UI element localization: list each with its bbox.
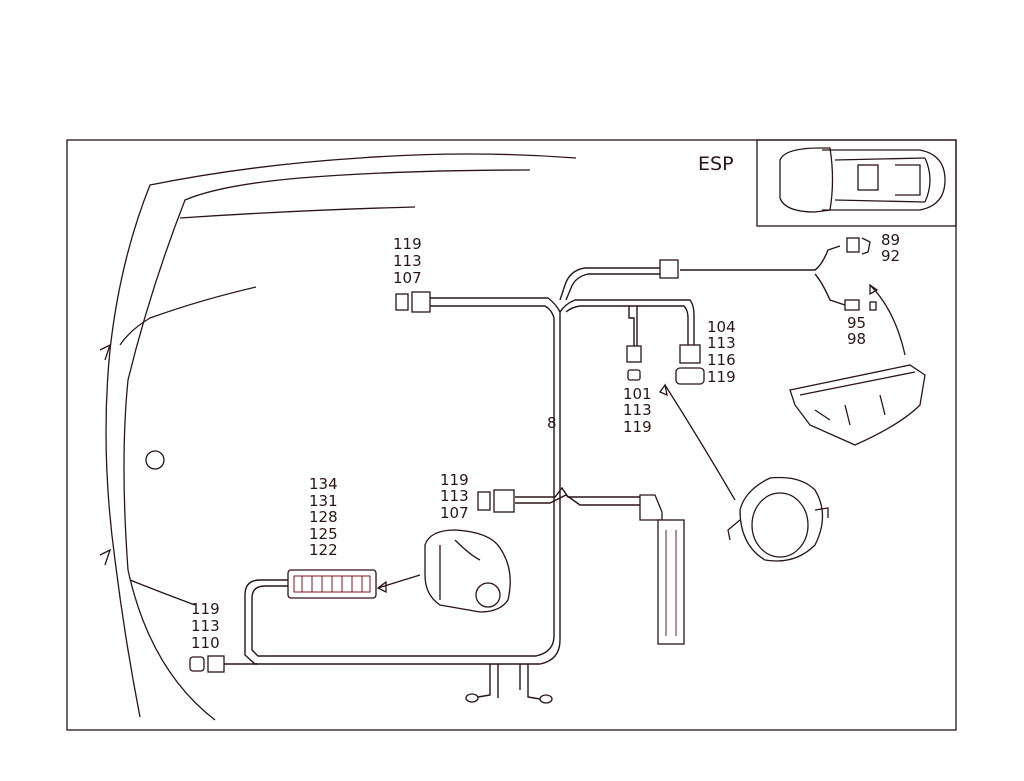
sensor-strip — [639, 494, 685, 645]
diagram-frame — [66, 139, 957, 731]
svg-text:107: 107 — [440, 504, 469, 522]
callout-plug-middle: 119 113 107 — [440, 471, 469, 522]
wire-number-label: 8 — [547, 414, 557, 432]
svg-text:128: 128 — [309, 508, 338, 526]
svg-text:113: 113 — [623, 401, 652, 419]
svg-text:116: 116 — [707, 351, 736, 369]
callout-small-plug: 101 113 119 — [623, 385, 652, 436]
svg-text:119: 119 — [393, 235, 422, 253]
svg-text:113: 113 — [707, 334, 736, 352]
svg-text:104: 104 — [707, 318, 736, 336]
svg-text:119: 119 — [623, 418, 652, 436]
callout-front-plug: 119 113 110 — [191, 600, 220, 652]
callout-plug-top-left: 119 113 107 — [393, 235, 422, 287]
round-connector-104 — [675, 344, 705, 385]
svg-text:95: 95 — [847, 314, 866, 332]
svg-text:113: 113 — [393, 252, 422, 270]
callout-rear-connector: 89 92 — [881, 231, 900, 265]
hydraulic-unit — [376, 529, 511, 613]
front-plug — [189, 655, 225, 673]
ground-terminals — [465, 693, 553, 704]
svg-text:125: 125 — [309, 525, 338, 543]
svg-text:107: 107 — [393, 269, 422, 287]
svg-text:119: 119 — [191, 600, 220, 618]
svg-text:98: 98 — [847, 330, 866, 348]
vehicle-body-outline — [99, 153, 577, 721]
small-plug-101 — [626, 345, 642, 381]
rear-sensor-95-98 — [844, 299, 877, 311]
svg-text:89: 89 — [881, 231, 900, 249]
vehicle-locator-inset — [756, 139, 957, 227]
diagram-title: ESP — [698, 153, 734, 175]
rear-module — [789, 283, 926, 446]
main-harness — [224, 245, 846, 700]
svg-text:110: 110 — [191, 634, 220, 652]
plug-middle — [477, 489, 515, 513]
callout-rear-sensor: 95 98 — [847, 314, 866, 348]
svg-text:113: 113 — [440, 487, 469, 505]
callout-control-unit: 134 131 128 125 122 — [309, 475, 338, 559]
svg-text:134: 134 — [309, 475, 338, 493]
control-unit — [287, 569, 377, 599]
svg-text:119: 119 — [707, 368, 736, 386]
svg-text:122: 122 — [309, 541, 338, 559]
brake-booster — [659, 383, 829, 562]
rear-connector-89-92 — [659, 237, 871, 279]
svg-text:119: 119 — [440, 471, 469, 489]
svg-text:92: 92 — [881, 247, 900, 265]
svg-text:113: 113 — [191, 617, 220, 635]
svg-text:101: 101 — [623, 385, 652, 403]
svg-text:131: 131 — [309, 492, 338, 510]
plug-top-left — [395, 291, 431, 313]
callout-round-connector: 104 113 116 119 — [707, 318, 736, 386]
